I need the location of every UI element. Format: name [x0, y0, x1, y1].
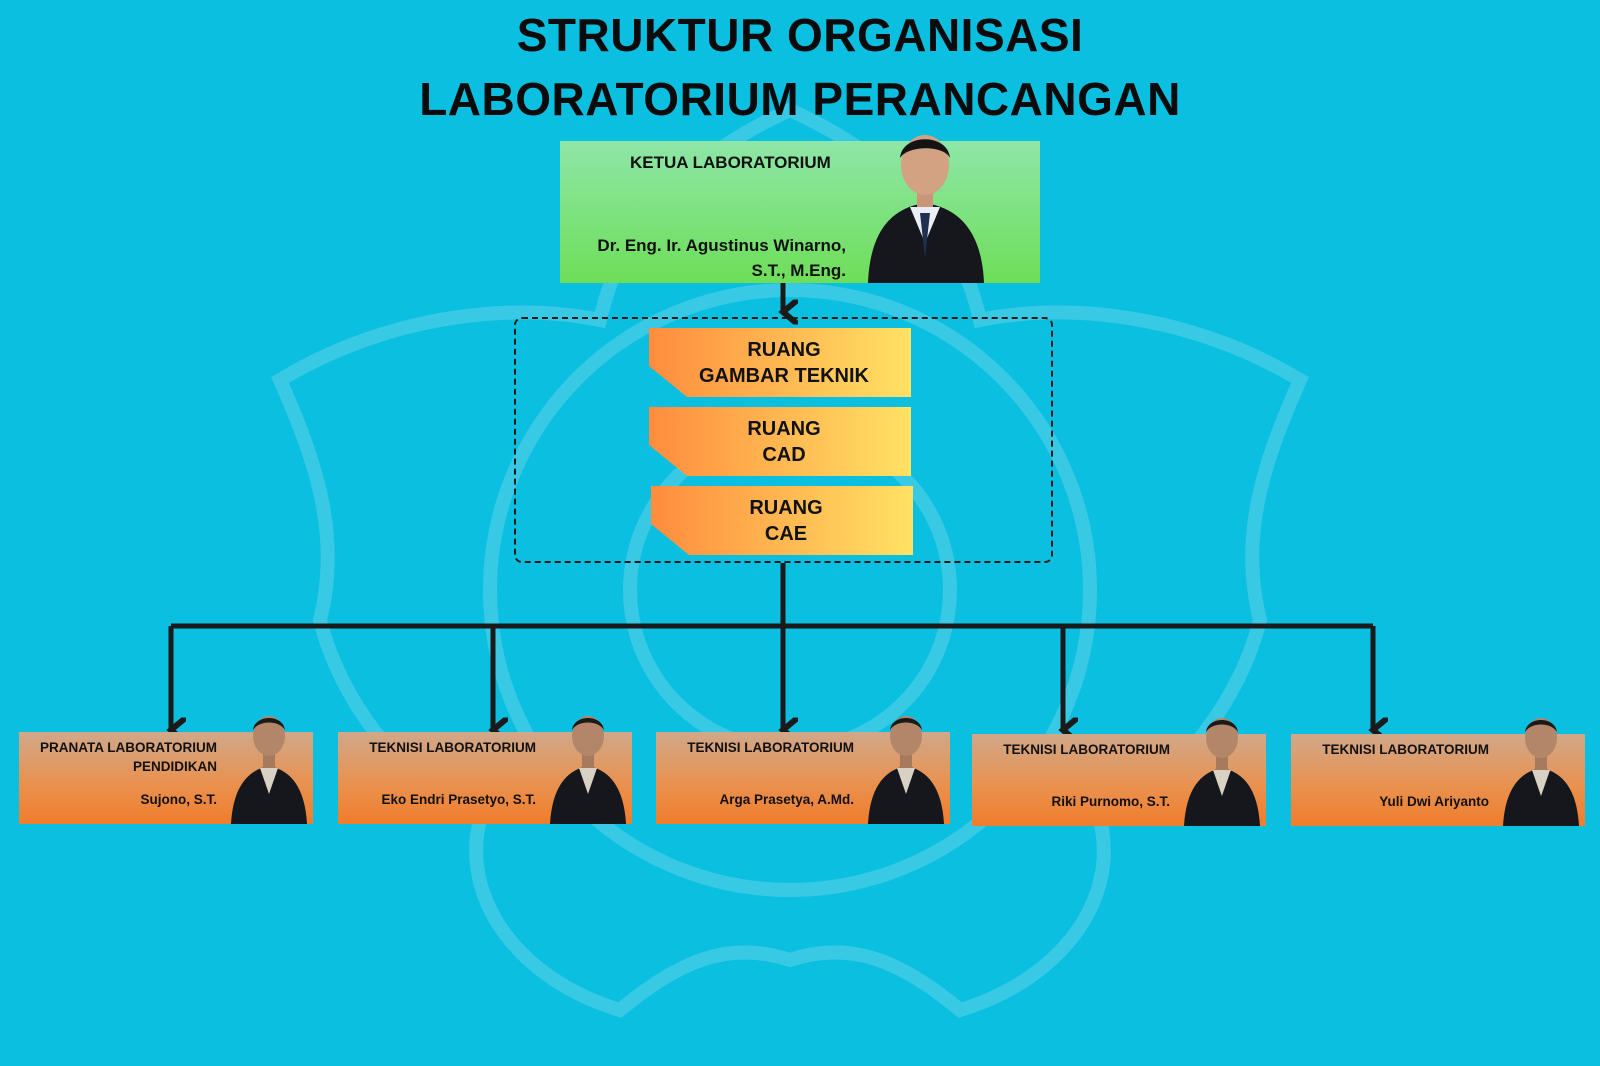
staff-role: TEKNISI LABORATORIUM — [1003, 742, 1170, 757]
staff-portrait-photo — [550, 716, 626, 824]
staff-card-pranata: PRANATA LABORATORIUM PENDIDIKAN Sujono, … — [19, 716, 313, 824]
room-label: RUANG CAD — [747, 417, 821, 466]
head-name-line-2: S.T., M.Eng. — [751, 261, 846, 280]
staff-role: TEKNISI LABORATORIUM — [1322, 742, 1489, 757]
staff-role: TEKNISI LABORATORIUM — [687, 740, 854, 755]
staff-portrait-photo — [231, 716, 307, 824]
room-label: RUANG CAE — [749, 496, 823, 545]
staff-name: Sujono, S.T. — [140, 792, 218, 807]
staff-name: Arga Prasetya, A.Md. — [719, 792, 854, 807]
room-cae: RUANG CAE — [651, 486, 913, 555]
staff-card-teknisi-4: TEKNISI LABORATORIUM Yuli Dwi Ariyanto — [1291, 718, 1585, 826]
head-of-lab-box: KETUA LABORATORIUM Dr. Eng. Ir. Agustinu… — [560, 135, 1040, 283]
staff-name: Riki Purnomo, S.T. — [1051, 794, 1170, 809]
room-gambar-teknik: RUANG GAMBAR TEKNIK — [649, 328, 911, 397]
rooms-group — [514, 317, 1053, 563]
head-role: KETUA LABORATORIUM — [630, 153, 831, 172]
staff-role: PRANATA LABORATORIUM PENDIDIKAN — [40, 740, 217, 774]
staff-portrait-photo — [1184, 718, 1260, 826]
title-line-2: LABORATORIUM PERANCANGAN — [419, 73, 1181, 125]
title-line-1: STRUKTUR ORGANISASI — [516, 9, 1084, 61]
staff-portrait-photo — [868, 716, 944, 824]
staff-portrait-photo — [1503, 718, 1579, 826]
room-cad: RUANG CAD — [649, 407, 911, 476]
room-label: RUANG GAMBAR TEKNIK — [699, 338, 869, 387]
staff-card-teknisi-2: TEKNISI LABORATORIUM Arga Prasetya, A.Md… — [656, 716, 950, 824]
staff-card-teknisi-1: TEKNISI LABORATORIUM Eko Endri Prasetyo,… — [338, 716, 632, 824]
head-portrait-photo — [868, 135, 984, 283]
staff-role: TEKNISI LABORATORIUM — [369, 740, 536, 755]
staff-name: Yuli Dwi Ariyanto — [1379, 794, 1489, 809]
staff-name: Eko Endri Prasetyo, S.T. — [381, 792, 536, 807]
head-name-line-1: Dr. Eng. Ir. Agustinus Winarno, — [597, 236, 846, 255]
staff-card-teknisi-3: TEKNISI LABORATORIUM Riki Purnomo, S.T. — [972, 718, 1266, 826]
head-name: Dr. Eng. Ir. Agustinus Winarno, S.T., M.… — [546, 233, 846, 283]
